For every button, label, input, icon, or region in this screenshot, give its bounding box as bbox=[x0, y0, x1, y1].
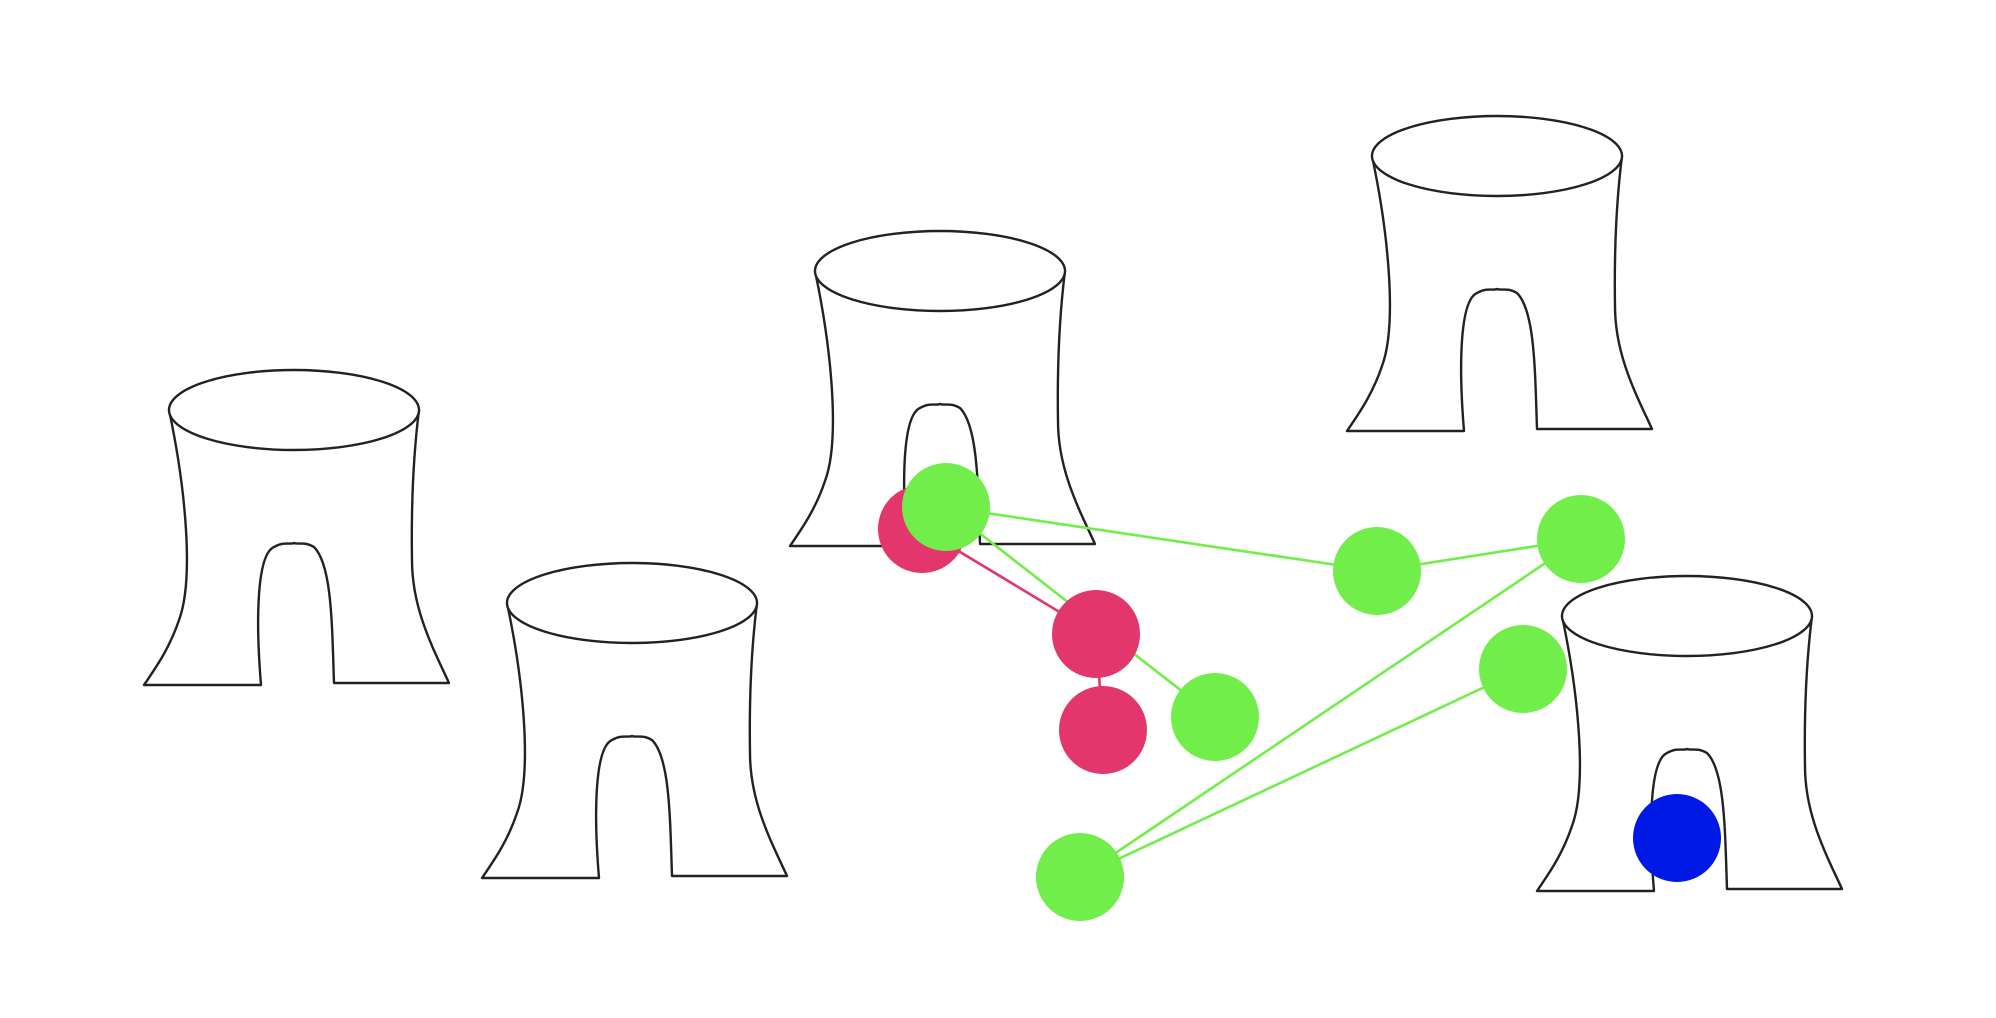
hut-3 bbox=[788, 229, 1097, 548]
node-blue-1[interactable] bbox=[1633, 794, 1721, 882]
hut-roof bbox=[1370, 114, 1624, 198]
hut-body bbox=[788, 269, 1097, 548]
node-green-1[interactable] bbox=[902, 463, 990, 551]
nodes-layer bbox=[878, 463, 1721, 921]
edge-green-1-green-2 bbox=[945, 505, 1378, 573]
node-green-3[interactable] bbox=[1537, 495, 1625, 583]
node-red-2[interactable] bbox=[1052, 590, 1140, 678]
hut-roof bbox=[505, 561, 759, 645]
hut-roof bbox=[167, 368, 421, 452]
hut-roof bbox=[813, 229, 1067, 313]
edge-green-3-green-5 bbox=[1079, 537, 1582, 879]
node-green-4[interactable] bbox=[1171, 673, 1259, 761]
hut-2 bbox=[480, 561, 789, 880]
hut-body bbox=[480, 601, 789, 880]
hut-body bbox=[142, 408, 451, 687]
huts-layer bbox=[142, 114, 1844, 893]
hut-body bbox=[1345, 154, 1654, 433]
node-green-5[interactable] bbox=[1036, 833, 1124, 921]
node-green-2[interactable] bbox=[1333, 527, 1421, 615]
edges-layer bbox=[921, 505, 1582, 879]
edge-green-5-green-6 bbox=[1079, 667, 1524, 879]
hut-body bbox=[1535, 614, 1844, 893]
hut-4 bbox=[1345, 114, 1654, 433]
node-red-3[interactable] bbox=[1059, 686, 1147, 774]
hut-5 bbox=[1535, 574, 1844, 893]
node-green-6[interactable] bbox=[1479, 625, 1567, 713]
hut-1 bbox=[142, 368, 451, 687]
hut-roof bbox=[1560, 574, 1814, 658]
